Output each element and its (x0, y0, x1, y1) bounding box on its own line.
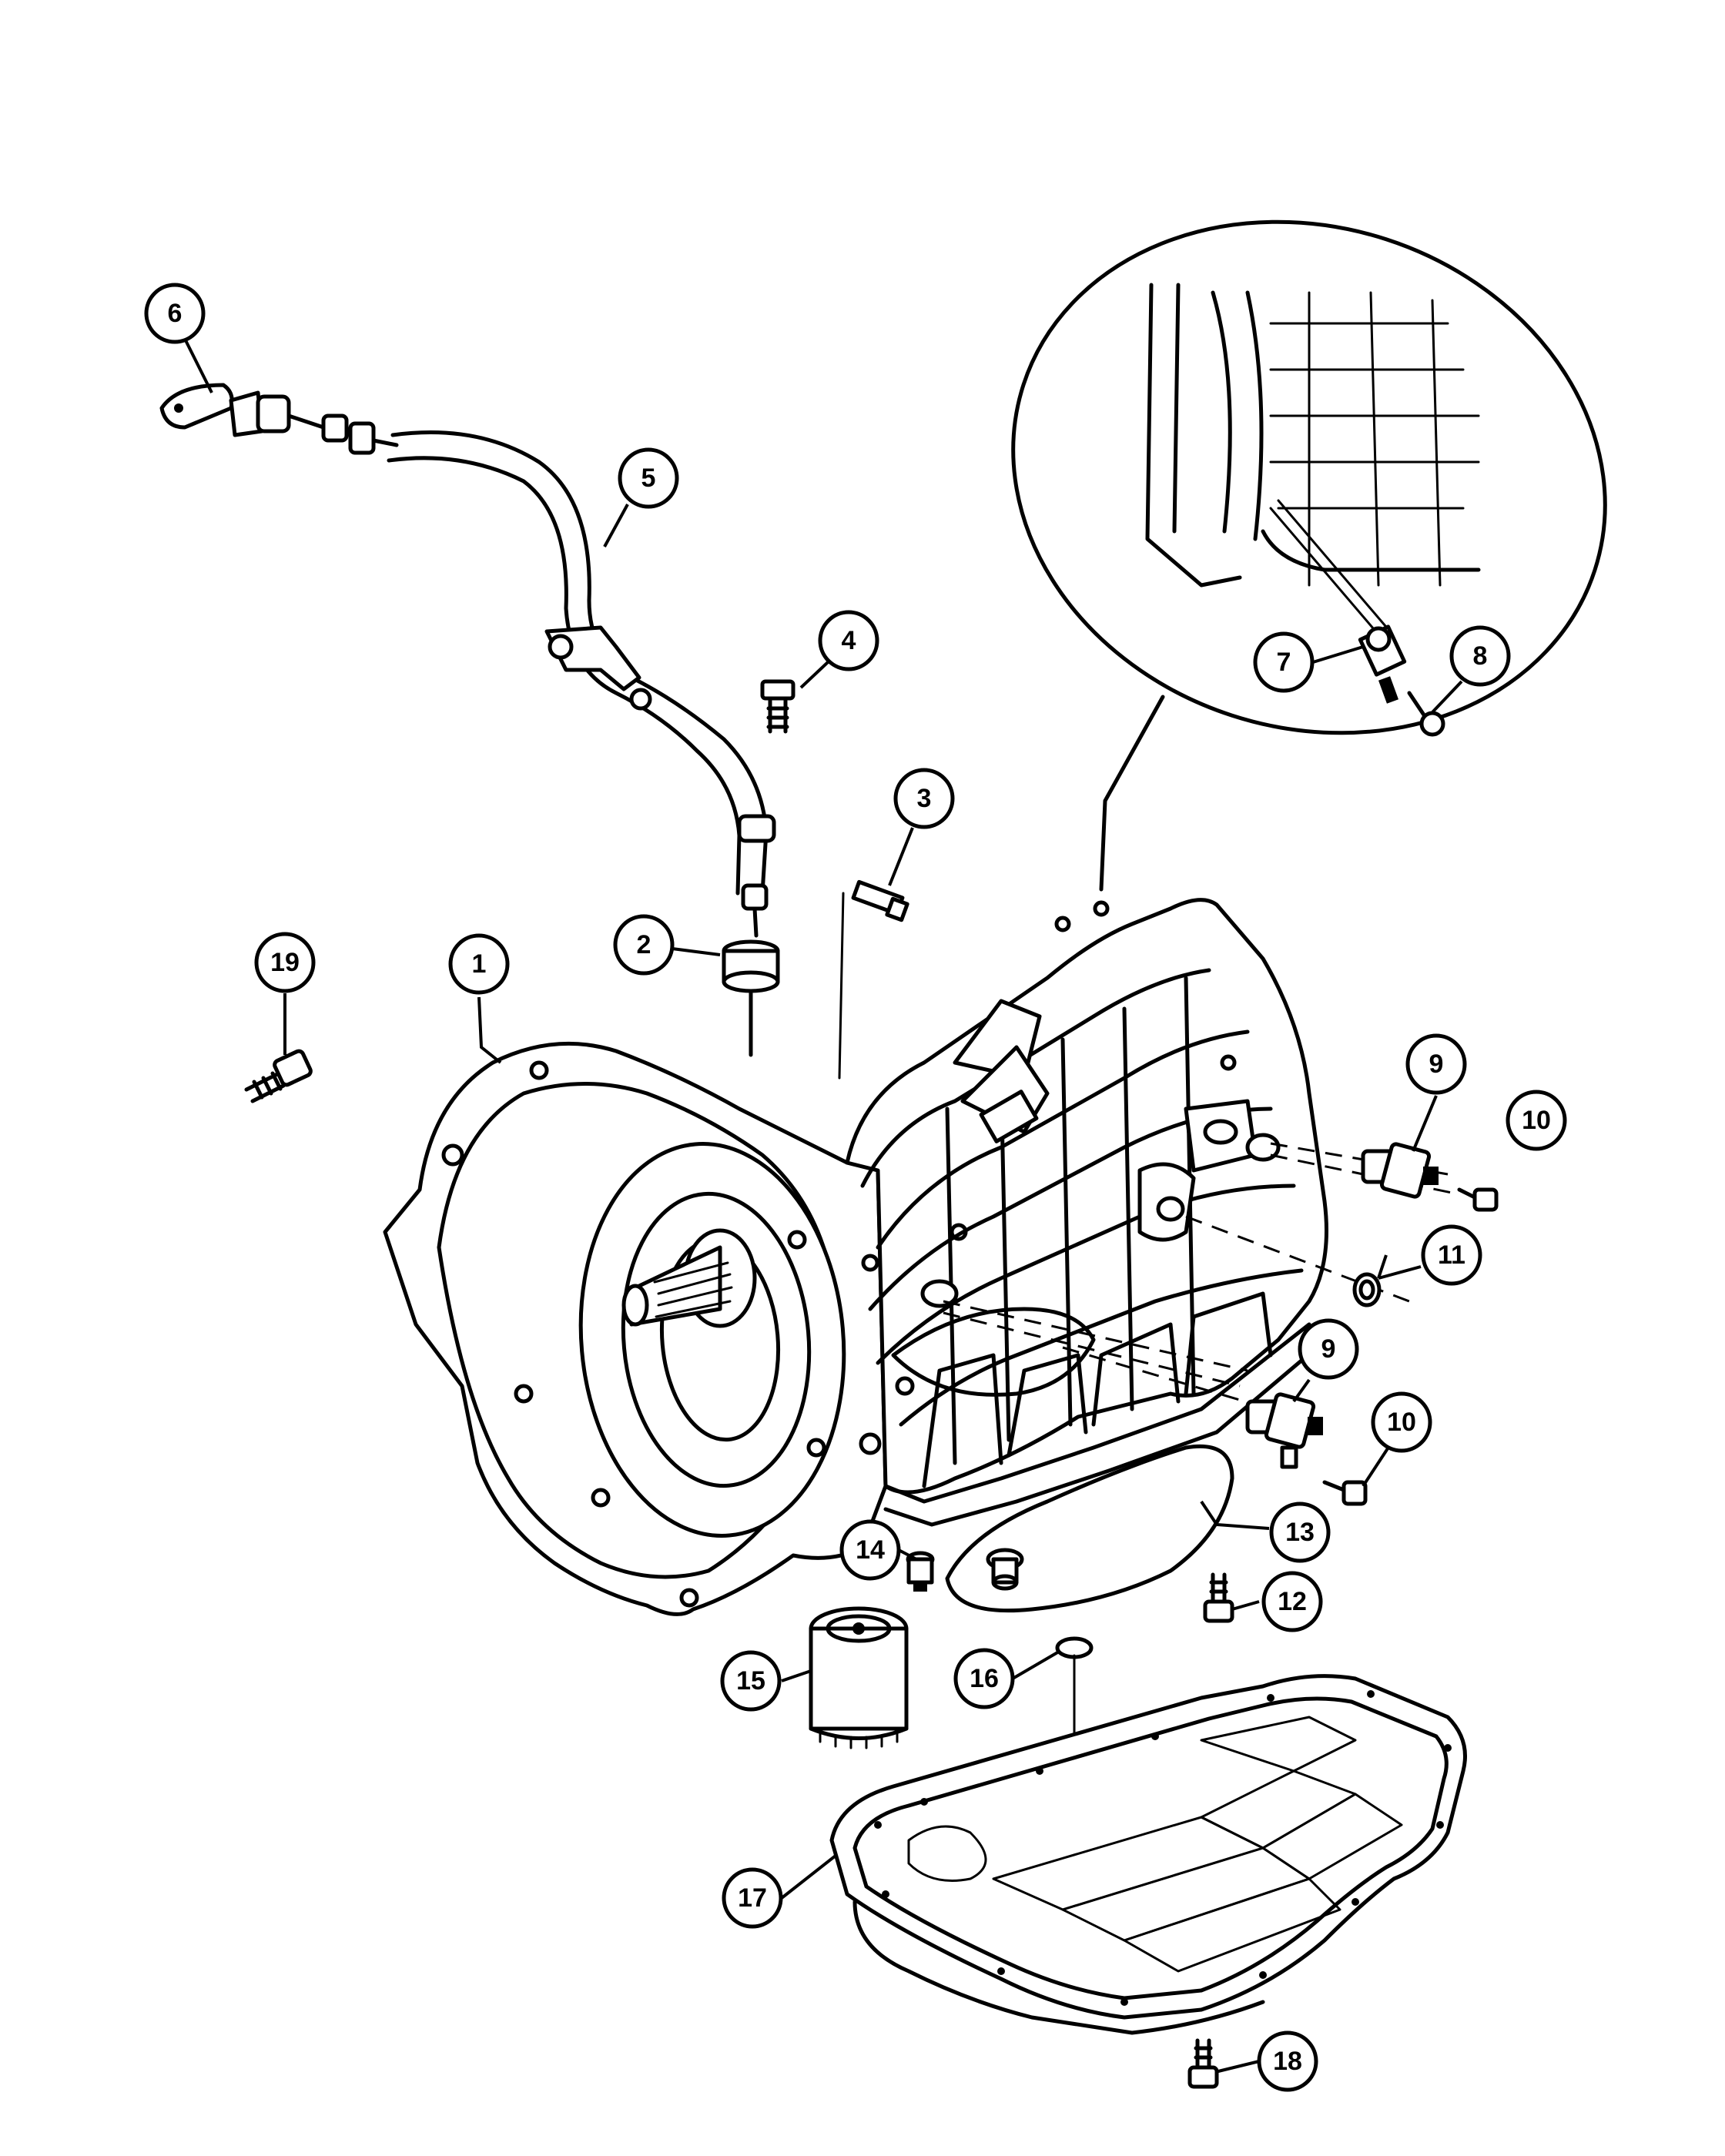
dipstick-tube-assembly (159, 383, 776, 938)
callout-9-lower: 9 (1298, 1318, 1359, 1380)
bolt-12 (1203, 1572, 1234, 1623)
callout-8: 8 (1449, 625, 1511, 687)
svg-text:9: 9 (1429, 1050, 1444, 1079)
svg-text:7: 7 (1277, 648, 1291, 677)
vent-2 (722, 939, 780, 1057)
callout-16: 16 (953, 1648, 1015, 1709)
svg-text:12: 12 (1278, 1587, 1307, 1616)
svg-text:11: 11 (1438, 1240, 1465, 1270)
callout-3: 3 (893, 768, 955, 829)
callout-10-lower: 10 (1371, 1391, 1432, 1453)
callout-6: 6 (144, 283, 206, 344)
callout-7: 7 (1253, 631, 1315, 693)
bolt-4 (760, 679, 796, 734)
seal-11 (1352, 1272, 1382, 1307)
callout-15: 15 (720, 1650, 782, 1712)
callout-19: 19 (254, 932, 316, 993)
callout-11: 11 (1421, 1224, 1482, 1286)
svg-text:15: 15 (736, 1666, 765, 1696)
svg-text:9: 9 (1321, 1334, 1336, 1364)
callout-13: 13 (1269, 1502, 1331, 1563)
callouts: 6 5 4 3 2 1 19 7 8 9 10 11 9 10 13 14 12… (144, 283, 1567, 2092)
svg-text:4: 4 (842, 626, 856, 655)
callout-1: 1 (448, 933, 510, 995)
speed-sensor-upper (1361, 1142, 1439, 1199)
svg-text:17: 17 (738, 1883, 767, 1913)
filter-13 (945, 1444, 1234, 1613)
svg-text:19: 19 (270, 948, 300, 977)
speed-sensor-lower (1245, 1392, 1323, 1469)
svg-text:6: 6 (168, 299, 183, 328)
svg-text:5: 5 (641, 464, 656, 493)
svg-text:16: 16 (970, 1664, 999, 1693)
svg-text:10: 10 (1387, 1408, 1416, 1437)
bolt-19 (244, 1049, 313, 1103)
callout-5: 5 (618, 447, 679, 509)
detail-inset (1011, 219, 1607, 892)
svg-text:13: 13 (1285, 1518, 1315, 1547)
transmission-case (383, 898, 1328, 1616)
oil-filter-15 (809, 1606, 909, 1749)
callout-4: 4 (818, 610, 879, 671)
callout-2: 2 (613, 914, 675, 976)
callout-18: 18 (1257, 2030, 1318, 2092)
callout-17: 17 (722, 1867, 783, 1929)
callout-10-upper: 10 (1506, 1090, 1567, 1151)
oil-pan-17 (829, 1674, 1467, 2035)
svg-text:8: 8 (1473, 641, 1488, 671)
pin-3 (838, 879, 909, 1080)
svg-text:14: 14 (856, 1535, 885, 1565)
svg-text:2: 2 (637, 930, 651, 959)
bolt-18 (1187, 2038, 1219, 2089)
bolt-10-upper (1457, 1187, 1499, 1212)
leader-lines (183, 338, 1463, 2073)
svg-text:3: 3 (917, 784, 932, 813)
bolt-10-lower (1322, 1480, 1368, 1506)
svg-text:10: 10 (1522, 1106, 1551, 1135)
callout-14: 14 (839, 1519, 901, 1581)
plug-14 (906, 1551, 935, 1592)
svg-text:18: 18 (1273, 2047, 1302, 2076)
callout-12: 12 (1261, 1571, 1323, 1632)
callout-9-upper: 9 (1405, 1033, 1467, 1095)
svg-text:1: 1 (472, 949, 487, 979)
